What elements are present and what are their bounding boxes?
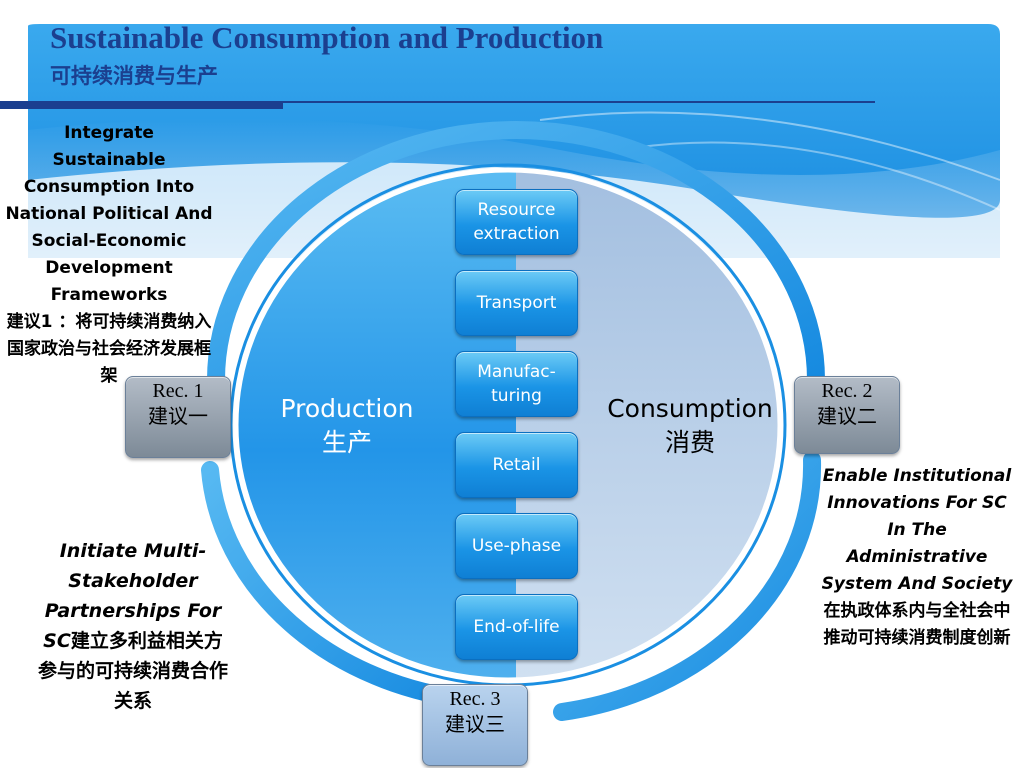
rec-2-box: Rec. 2 建议二: [794, 376, 900, 454]
rec-1-label-en: Rec. 1: [152, 380, 204, 402]
page-title: Sustainable Consumption and Production: [50, 20, 604, 55]
rec-3-label-en: Rec. 3: [449, 688, 501, 710]
rec-1-description: Integrate Sustainable Consumption Into N…: [5, 120, 213, 390]
rec-3-text-en: Initiate Multi-Stakeholder Partnerships …: [43, 540, 222, 652]
rec-1-text-zh: 建议1 ：将可持续消费纳入国家政治与社会经济发展框架: [6, 312, 212, 386]
production-label-en: Production: [280, 394, 414, 423]
production-label: Production 生产: [262, 392, 432, 460]
step-end-of-life: End-of-life: [455, 594, 578, 660]
ring-arc-right: [553, 451, 822, 721]
step-label: Use-phase: [471, 536, 562, 556]
step-label: Retail: [492, 455, 541, 475]
consumption-label: Consumption 消费: [600, 392, 780, 460]
rec-3-label-zh: 建议三: [445, 714, 505, 736]
consumption-half: [516, 170, 780, 680]
rec-2-text-en: Enable Institutional Innovations For SC …: [821, 466, 1013, 594]
step-label: Manufac-turing: [477, 362, 556, 406]
step-label: Resource extraction: [473, 200, 560, 244]
step-manufacturing: Manufac-turing: [455, 351, 578, 417]
consumption-label-zh: 消费: [664, 428, 715, 457]
rec-1-label-zh: 建议一: [148, 406, 208, 428]
step-label: End-of-life: [473, 617, 560, 637]
ring-arc-top: [207, 121, 825, 389]
rec-2-label-en: Rec. 2: [821, 380, 873, 402]
ring-arc-left: [201, 461, 479, 709]
rec-2-description: Enable Institutional Innovations For SC …: [818, 463, 1016, 652]
rec-1-box: Rec. 1 建议一: [125, 376, 231, 458]
rec-3-description: Initiate Multi-Stakeholder Partnerships …: [38, 536, 228, 716]
rec-3-box: Rec. 3 建议三: [422, 684, 528, 766]
step-resource-extraction: Resource extraction: [455, 189, 578, 255]
production-label-zh: 生产: [321, 428, 372, 457]
step-use-phase: Use-phase: [455, 513, 578, 579]
step-transport: Transport: [455, 270, 578, 336]
step-retail: Retail: [455, 432, 578, 498]
rec-3-text-zh: 建立多利益相关方参与的可持续消费合作关系: [38, 630, 229, 712]
rec-1-text-en: Integrate Sustainable Consumption Into N…: [5, 123, 213, 305]
page-subtitle: 可持续消费与生产: [50, 64, 218, 88]
step-label: Transport: [476, 293, 557, 313]
production-half: [236, 170, 516, 680]
rec-2-text-zh: 在执政体系内与全社会中推动可持续消费制度创新: [823, 601, 1011, 648]
rec-2-label-zh: 建议二: [817, 406, 877, 428]
circle-outline: [233, 167, 783, 683]
consumption-label-en: Consumption: [607, 394, 773, 423]
